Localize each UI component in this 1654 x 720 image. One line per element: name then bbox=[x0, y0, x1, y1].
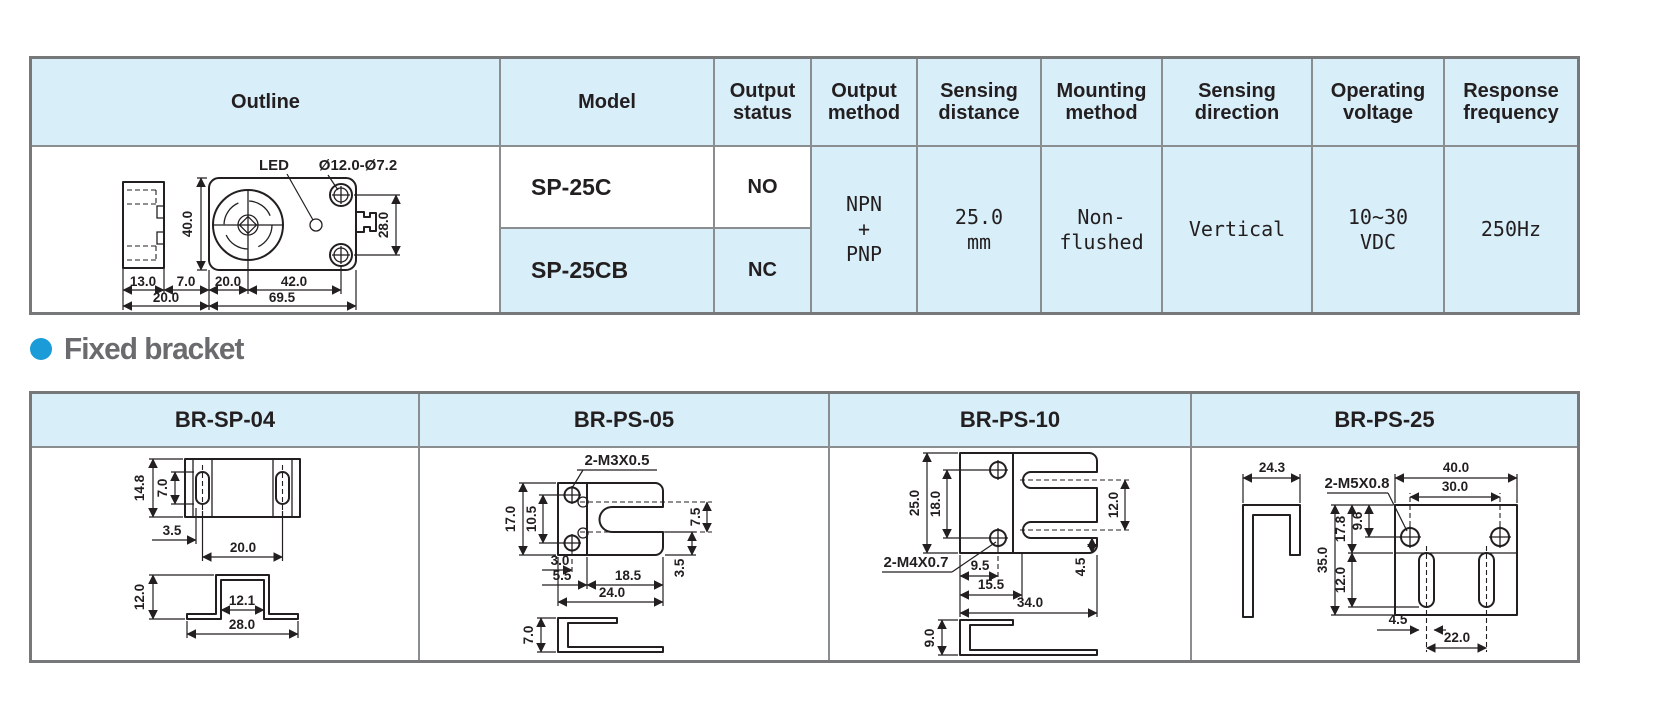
dim-label: 10.5 bbox=[524, 505, 539, 532]
dim-label: 25.0 bbox=[907, 490, 922, 516]
output-status-no: NO bbox=[715, 147, 812, 229]
spec-header-response-frequency: Response frequency bbox=[1445, 59, 1577, 147]
value-response-frequency: 250Hz bbox=[1445, 147, 1577, 312]
value-output-method: NPN + PNP bbox=[812, 147, 918, 312]
dim-label: 17.0 bbox=[503, 506, 518, 532]
value-operating-voltage: 10~30 VDC bbox=[1313, 147, 1445, 312]
bullet-icon bbox=[30, 338, 52, 360]
spec-header-model: Model bbox=[501, 59, 715, 147]
br-ps-10-drawing: 25.0 18.0 12.0 4.5 2-M4X0.7 9.5 15.5 bbox=[882, 452, 1130, 656]
dim-label: 28.0 bbox=[229, 617, 255, 632]
dim-label: 20.0 bbox=[230, 540, 256, 555]
dim-label: 7.5 bbox=[688, 507, 703, 526]
value-mounting-method: Non- flushed bbox=[1042, 147, 1163, 312]
dim-label: 3.5 bbox=[163, 523, 182, 538]
spec-header-mounting-method: Mounting method bbox=[1042, 59, 1163, 147]
dim-label: 7.0 bbox=[521, 626, 536, 645]
led-label: LED bbox=[259, 157, 289, 174]
value-sensing-distance: 25.0 mm bbox=[918, 147, 1042, 312]
thread-label: 2-M5X0.8 bbox=[1324, 475, 1389, 492]
dim-side-width: 13.0 bbox=[130, 274, 156, 289]
spec-table: Outline Model Output status Output metho… bbox=[29, 56, 1580, 315]
dim-label: 35.0 bbox=[1315, 547, 1330, 573]
dim-label: 9.0 bbox=[922, 629, 937, 648]
spec-header-sensing-distance: Sensing distance bbox=[918, 59, 1042, 147]
dim-label: 14.8 bbox=[132, 474, 147, 501]
section-title-text: Fixed bracket bbox=[64, 331, 244, 366]
br-sp-04-drawing: 14.8 7.0 3.5 20.0 12.0 12.1 28. bbox=[132, 458, 301, 639]
value-sensing-direction: Vertical bbox=[1163, 147, 1313, 312]
dim-label: 24.0 bbox=[599, 585, 625, 600]
dim-side-total: 20.0 bbox=[153, 290, 179, 305]
fixed-bracket-section-title: Fixed bracket bbox=[30, 331, 251, 367]
dim-label: 4.5 bbox=[1389, 612, 1408, 627]
dim-lens-offset: 20.0 bbox=[215, 274, 241, 289]
sensor-front-view bbox=[208, 177, 357, 271]
dim-label: 12.0 bbox=[132, 584, 147, 610]
dim-label: 3.5 bbox=[672, 558, 687, 577]
connector-tab bbox=[355, 211, 377, 233]
sensor-outline-drawing: LED Ø12.0-Ø7.2 40.0 28.0 13.0 7.0 20.0 4… bbox=[122, 157, 401, 311]
bracket-drawing-cell-br-ps-10: 25.0 18.0 12.0 4.5 2-M4X0.7 9.5 15.5 bbox=[830, 448, 1192, 660]
mounting-hole-top bbox=[329, 183, 353, 207]
thread-label: 2-M3X0.5 bbox=[584, 452, 649, 469]
dim-hole-pitch: 28.0 bbox=[376, 212, 391, 238]
dim-label: 17.8 bbox=[1333, 515, 1348, 542]
hole-spec-label: Ø12.0-Ø7.2 bbox=[319, 157, 397, 174]
dim-label: 3.0 bbox=[551, 553, 570, 568]
dim-height: 40.0 bbox=[180, 211, 195, 237]
bracket-drawing-cell-br-ps-05: 2-M3X0.5 17.0 10.5 7.5 3.5 bbox=[420, 448, 830, 660]
led-indicator bbox=[309, 218, 323, 232]
bracket-header-br-sp-04: BR-SP-04 bbox=[32, 394, 420, 448]
bracket-drawing-cell-br-ps-25: 24.3 2-M5X0.8 40.0 30.0 35.0 bbox=[1192, 448, 1577, 660]
dim-label: 7.0 bbox=[155, 479, 170, 498]
fixed-bracket-table: BR-SP-04 BR-PS-05 BR-PS-10 BR-PS-25 14.8… bbox=[29, 391, 1580, 663]
spec-header-outline: Outline bbox=[32, 59, 501, 147]
bracket-header-br-ps-05: BR-PS-05 bbox=[420, 394, 830, 448]
spec-header-sensing-direction: Sensing direction bbox=[1163, 59, 1313, 147]
dim-total-length: 69.5 bbox=[269, 290, 296, 305]
dim-label: 12.0 bbox=[1333, 567, 1348, 593]
dim-label: 34.0 bbox=[1017, 595, 1043, 610]
bracket-drawing-cell-br-sp-04: 14.8 7.0 3.5 20.0 12.0 12.1 28. bbox=[32, 448, 420, 660]
sensor-side-view bbox=[122, 181, 165, 269]
br-ps-05-drawing: 2-M3X0.5 17.0 10.5 7.5 3.5 bbox=[503, 452, 712, 653]
dim-label: 40.0 bbox=[1443, 460, 1469, 475]
output-status-nc: NC bbox=[715, 229, 812, 312]
dim-gap: 7.0 bbox=[177, 274, 196, 289]
spec-header-output-method: Output method bbox=[812, 59, 918, 147]
dim-label: 5.5 bbox=[553, 568, 572, 583]
spec-header-operating-voltage: Operating voltage bbox=[1313, 59, 1445, 147]
outline-drawing-cell: LED Ø12.0-Ø7.2 40.0 28.0 13.0 7.0 20.0 4… bbox=[32, 147, 501, 312]
dim-hole-offset: 42.0 bbox=[281, 274, 307, 289]
dim-label: 24.3 bbox=[1259, 460, 1286, 475]
dim-label: 18.5 bbox=[615, 568, 642, 583]
bracket-header-br-ps-25: BR-PS-25 bbox=[1192, 394, 1577, 448]
dim-label: 9.6 bbox=[1350, 511, 1365, 530]
dim-label: 12.1 bbox=[229, 593, 256, 608]
bracket-header-br-ps-10: BR-PS-10 bbox=[830, 394, 1192, 448]
dim-label: 15.5 bbox=[978, 577, 1005, 592]
dim-label: 4.5 bbox=[1073, 557, 1088, 576]
model-sp25c: SP-25C bbox=[501, 147, 715, 229]
dim-label: 30.0 bbox=[1442, 479, 1468, 494]
model-sp25cb: SP-25CB bbox=[501, 229, 715, 312]
br-ps-25-drawing: 24.3 2-M5X0.8 40.0 30.0 35.0 bbox=[1242, 460, 1518, 653]
thread-label: 2-M4X0.7 bbox=[883, 554, 948, 571]
mounting-hole-bottom bbox=[329, 243, 353, 267]
dim-label: 22.0 bbox=[1444, 630, 1470, 645]
dim-label: 9.5 bbox=[971, 558, 990, 573]
spec-header-output-status: Output status bbox=[715, 59, 812, 147]
dim-label: 12.0 bbox=[1106, 492, 1121, 518]
dim-label: 18.0 bbox=[928, 491, 943, 517]
